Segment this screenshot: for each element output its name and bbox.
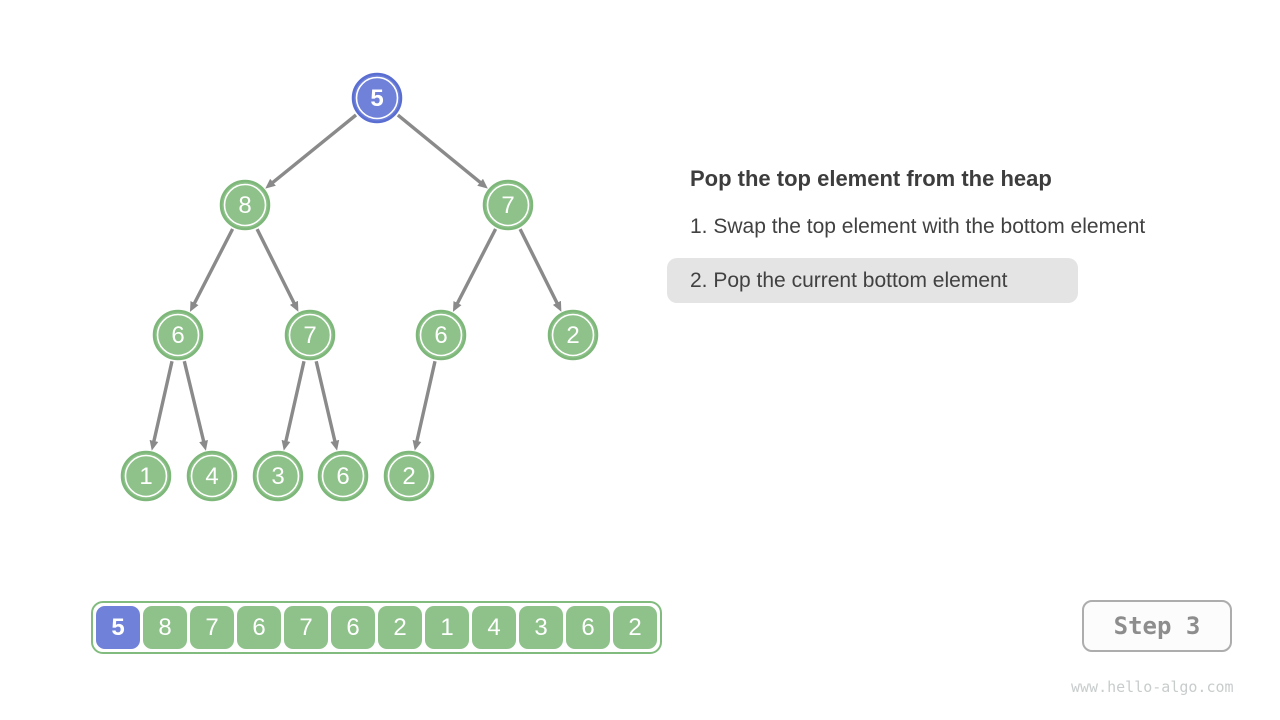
tree-node: 7 [284, 309, 336, 361]
tree-edge [314, 360, 340, 451]
tree-node: 6 [152, 309, 204, 361]
tree-edge [281, 360, 306, 451]
tree-node-value: 7 [501, 192, 514, 219]
tree-edges [149, 113, 562, 451]
tree-node: 2 [383, 450, 435, 502]
tree-node-value: 6 [336, 463, 349, 490]
array-cell: 7 [284, 606, 328, 649]
tree-node-value: 6 [434, 322, 447, 349]
tree-node: 4 [186, 450, 238, 502]
tree-node-value: 2 [402, 463, 415, 490]
array-cell: 3 [519, 606, 563, 649]
tree-node-value: 1 [139, 463, 152, 490]
explanation-step-1: 1. Swap the top element with the bottom … [690, 215, 1146, 238]
tree-node-value: 8 [238, 192, 251, 219]
explanation-title: Pop the top element from the heap [690, 166, 1052, 191]
tree-node: 6 [317, 450, 369, 502]
array-cell: 6 [566, 606, 610, 649]
array-cell: 2 [613, 606, 657, 649]
tree-edge [412, 360, 437, 451]
tree-nodes: 5 8 7 6 7 6 2 1 4 3 6 2 [120, 72, 599, 502]
array-cell: 4 [472, 606, 516, 649]
array-cell: 8 [143, 606, 187, 649]
tree-node-value: 2 [566, 322, 579, 349]
tree-node: 2 [547, 309, 599, 361]
tree-node-value: 4 [205, 463, 218, 490]
tree-edge [396, 113, 488, 189]
tree-edge [149, 360, 174, 451]
tree-node: 3 [252, 450, 304, 502]
tree-edge [518, 228, 562, 312]
tree-node-value: 6 [171, 322, 184, 349]
tree-node-highlighted: 5 [351, 72, 403, 124]
tree-node-value: 3 [271, 463, 284, 490]
array-cell: 1 [425, 606, 469, 649]
tree-node-value: 5 [370, 85, 383, 112]
array-cell-highlighted: 5 [96, 606, 140, 649]
array-cell: 6 [331, 606, 375, 649]
heap-tree-diagram: 5 8 7 6 7 6 2 1 4 3 6 2 [120, 72, 599, 502]
step-badge: Step 3 [1082, 600, 1232, 652]
watermark-url: www.hello-algo.com [1071, 678, 1234, 696]
tree-edge [182, 360, 208, 451]
array-cell: 6 [237, 606, 281, 649]
tree-edge [189, 228, 235, 312]
tree-node: 1 [120, 450, 172, 502]
tree-node-value: 7 [303, 322, 316, 349]
tree-edge [255, 228, 299, 312]
array-cell: 7 [190, 606, 234, 649]
tree-node: 6 [415, 309, 467, 361]
tree-edge [265, 113, 358, 189]
tree-node: 8 [219, 179, 271, 231]
tree-edge [452, 228, 498, 312]
explanation-step-2-highlight: 2. Pop the current bottom element [667, 258, 1078, 303]
tree-node: 7 [482, 179, 534, 231]
explanation-step-2: 2. Pop the current bottom element [690, 269, 1008, 292]
array-cell: 2 [378, 606, 422, 649]
